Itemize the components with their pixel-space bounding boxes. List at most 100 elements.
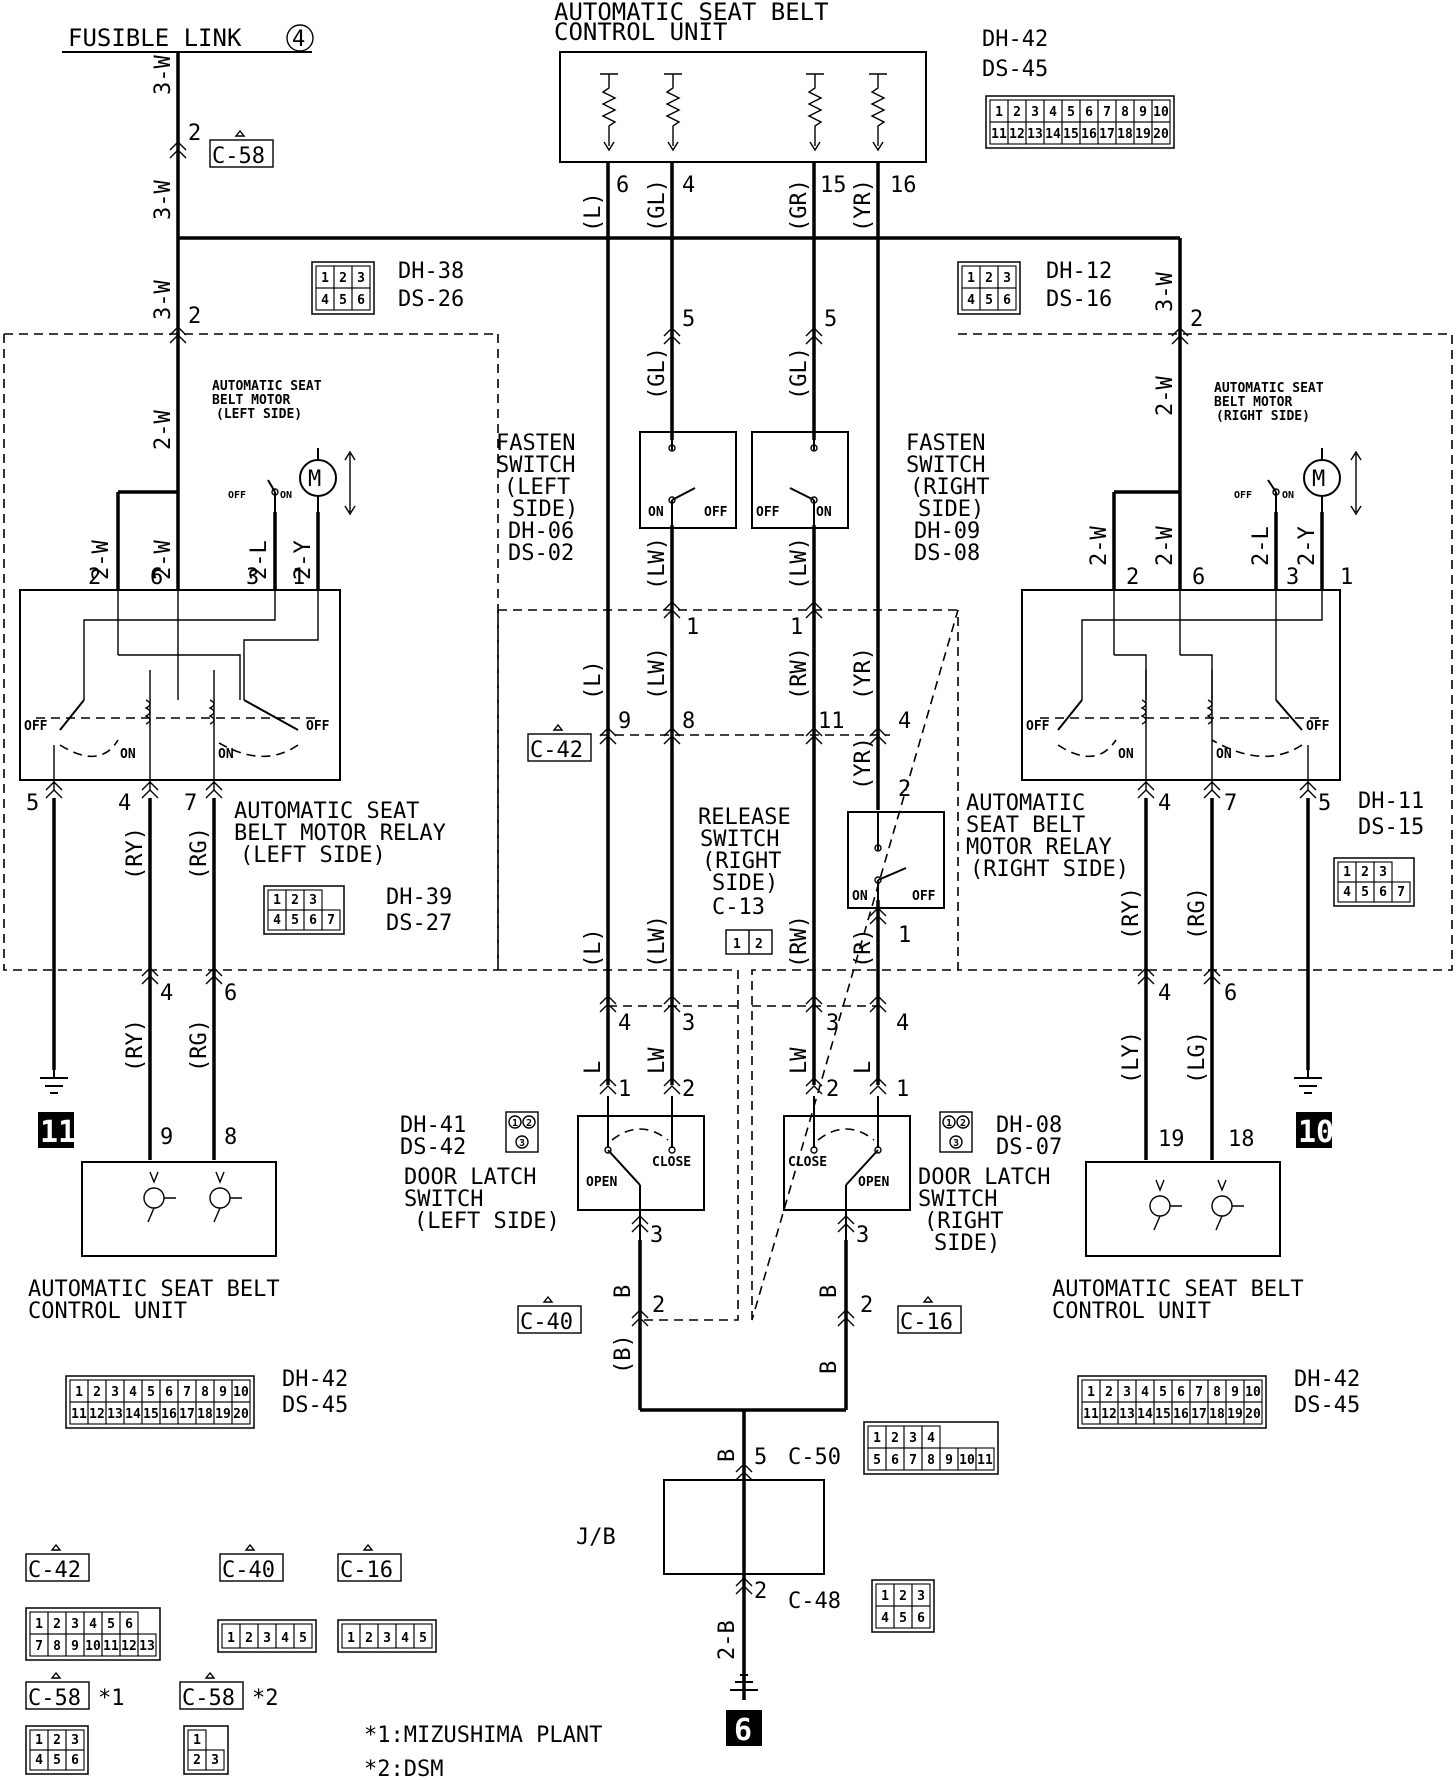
svg-text:SWITCH: SWITCH	[918, 1187, 997, 1212]
connector-cell: 1	[995, 105, 1003, 120]
svg-text:(RIGHT: (RIGHT	[910, 475, 989, 500]
svg-text:J/B: J/B	[576, 1525, 616, 1550]
bottom-left-ecu: AUTOMATIC SEAT BELT CONTROL UNIT	[28, 1161, 280, 1324]
svg-text:ON: ON	[1216, 747, 1232, 762]
svg-text:1: 1	[898, 923, 911, 948]
svg-text:(YR): (YR)	[851, 179, 876, 232]
svg-text:10: 10	[1298, 1115, 1334, 1150]
svg-text:4: 4	[618, 1011, 631, 1036]
svg-text:FASTEN: FASTEN	[906, 431, 985, 456]
svg-text:1: 1	[292, 565, 305, 590]
svg-text:(RY): (RY)	[123, 827, 148, 880]
connector-cell: 2	[291, 893, 299, 908]
connector-cell: 5	[107, 1617, 115, 1632]
svg-text:15: 15	[820, 173, 847, 198]
right-motor: AUTOMATIC SEAT BELT MOTOR (RIGHT SIDE) M…	[1214, 381, 1362, 516]
svg-text:SWITCH: SWITCH	[906, 453, 985, 478]
svg-text:6: 6	[1224, 981, 1237, 1006]
connector-c58-top: C-58	[209, 129, 274, 169]
connector-cell: 10	[1153, 105, 1169, 120]
connector-cell: 8	[201, 1385, 209, 1400]
svg-text:2-W: 2-W	[151, 540, 176, 580]
connector-cell: 7	[35, 1639, 43, 1654]
connector-cell: 4	[321, 293, 329, 308]
fasten-switch-right-label: FASTEN SWITCH (RIGHT SIDE) DH-09 DS-08	[906, 431, 989, 566]
svg-text:SIDE): SIDE)	[512, 497, 578, 522]
svg-text:CLOSE: CLOSE	[788, 1155, 827, 1170]
svg-text:(LEFT: (LEFT	[504, 475, 570, 500]
svg-text:B: B	[715, 1449, 740, 1462]
svg-text:OFF: OFF	[704, 505, 728, 520]
svg-text:C-42: C-42	[530, 738, 583, 763]
svg-text:8: 8	[224, 1125, 237, 1150]
svg-text:DH-38: DH-38	[398, 259, 464, 284]
connector-cell: 8	[1213, 1385, 1221, 1400]
right-relay-box: OFF OFF ON ON	[1021, 589, 1341, 790]
connector-cell: 11	[103, 1639, 119, 1654]
connector-cell: 5	[985, 293, 993, 308]
top-ecu-box	[559, 51, 927, 163]
svg-text:M: M	[1312, 467, 1325, 492]
svg-text:ON: ON	[852, 889, 868, 904]
ground-right: 10	[1294, 1070, 1334, 1150]
svg-text:(L): (L)	[581, 192, 606, 232]
connector-c42-mid: C-42	[527, 723, 592, 763]
svg-text:2-B: 2-B	[715, 1620, 740, 1660]
svg-text:2: 2	[188, 304, 201, 329]
connector-cell: 7	[1195, 1385, 1203, 1400]
connector-cell: 2	[1361, 865, 1369, 880]
svg-text:3: 3	[519, 1138, 525, 1149]
svg-text:2: 2	[526, 1118, 532, 1129]
svg-text:ON: ON	[120, 747, 136, 762]
svg-text:(L): (L)	[581, 660, 606, 700]
junction-block: J/B	[576, 1479, 825, 1575]
svg-text:1: 1	[618, 1077, 631, 1102]
connector-cell: 6	[1003, 293, 1011, 308]
connector-cell: 17	[1099, 127, 1115, 142]
connector-cell: 2	[891, 1431, 899, 1446]
svg-text:DS-08: DS-08	[914, 541, 980, 566]
svg-text:OFF: OFF	[1234, 490, 1252, 501]
svg-text:5: 5	[824, 307, 837, 332]
connector-cell: 14	[1137, 1407, 1153, 1422]
svg-text:4: 4	[1158, 981, 1171, 1006]
connector-cell: 1	[75, 1385, 83, 1400]
connector-cell: 1	[1343, 865, 1351, 880]
svg-text:DH-39: DH-39	[386, 885, 452, 910]
svg-text:CONTROL UNIT: CONTROL UNIT	[1052, 1299, 1211, 1324]
connector-cell: 3	[1003, 271, 1011, 286]
top-control-unit: AUTOMATIC SEAT BELT CONTROL UNIT 6 4 15 …	[554, 0, 927, 198]
svg-text:(B): (B)	[611, 1334, 636, 1374]
svg-text:8: 8	[682, 709, 695, 734]
ground-left: 11	[38, 1070, 76, 1150]
svg-text:2-W: 2-W	[151, 410, 176, 450]
svg-text:2: 2	[652, 1293, 665, 1318]
svg-text:2-W: 2-W	[89, 540, 114, 580]
connector-cell: 4	[273, 913, 281, 928]
svg-text:C-16: C-16	[340, 1558, 393, 1583]
svg-text:DOOR LATCH: DOOR LATCH	[918, 1165, 1050, 1190]
svg-text:SEAT BELT: SEAT BELT	[966, 813, 1085, 838]
connector-cell: 13	[107, 1407, 123, 1422]
svg-text:C-40: C-40	[222, 1558, 275, 1583]
svg-text:DH-09: DH-09	[914, 519, 980, 544]
svg-text:ON: ON	[816, 505, 832, 520]
svg-text:4: 4	[682, 173, 695, 198]
svg-text:1: 1	[790, 615, 803, 640]
svg-text:C-50: C-50	[788, 1445, 841, 1470]
connector-cell: 5	[53, 1753, 61, 1768]
connector-cell: 8	[1121, 105, 1129, 120]
connector-cell: 6	[309, 913, 317, 928]
connector-cell: 8	[927, 1453, 935, 1468]
connector-cell: 4	[967, 293, 975, 308]
connector-cell: 3	[263, 1631, 271, 1646]
notes: *1:MIZUSHIMA PLANT *2:DSM	[364, 1723, 602, 1780]
fasten-switch-left-label: FASTEN SWITCH (LEFT SIDE) DH-06 DS-02	[496, 431, 578, 566]
connector-cell: 1	[35, 1733, 43, 1748]
connector-cell: 2	[899, 1589, 907, 1604]
